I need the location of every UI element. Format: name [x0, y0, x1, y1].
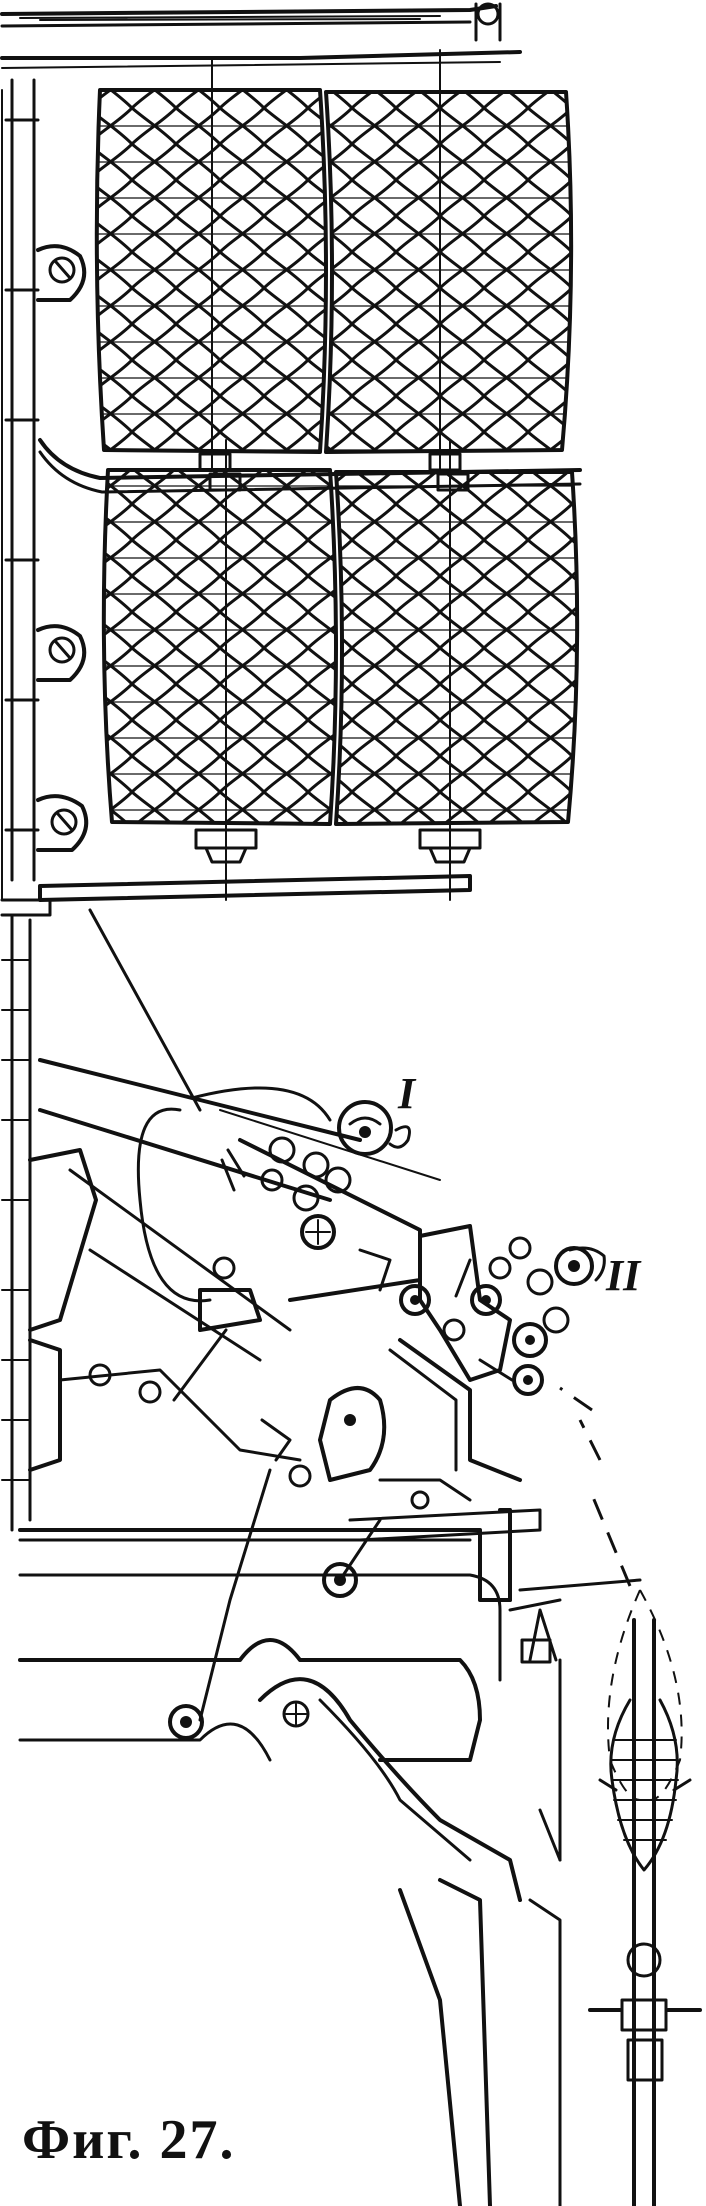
- figure-caption: Фиг. 27.: [22, 2109, 235, 2171]
- drafting-unit-2: II: [399, 1224, 642, 1396]
- bobbin-bottom-left: [101, 439, 338, 901]
- drafting-unit-1: I: [220, 1069, 422, 1302]
- top-shelf: [0, 2, 522, 69]
- unit-two-label: II: [605, 1251, 642, 1300]
- bobbin-bottom-right: [334, 439, 580, 901]
- bobbin-top-left: [94, 59, 328, 471]
- bobbin-holders: [38, 438, 582, 864]
- creel-frame: [1, 78, 89, 901]
- yarn-guides: [88, 908, 441, 1303]
- spindle-assembly: [508, 1386, 702, 2206]
- feed-linkage: [58, 1256, 522, 1510]
- creel-plate: [0, 861, 472, 917]
- bobbin-top-right: [324, 49, 574, 471]
- unit-one-label: I: [397, 1069, 417, 1118]
- machine-frame-left: [1, 913, 362, 1532]
- machine-body: [18, 1468, 562, 2206]
